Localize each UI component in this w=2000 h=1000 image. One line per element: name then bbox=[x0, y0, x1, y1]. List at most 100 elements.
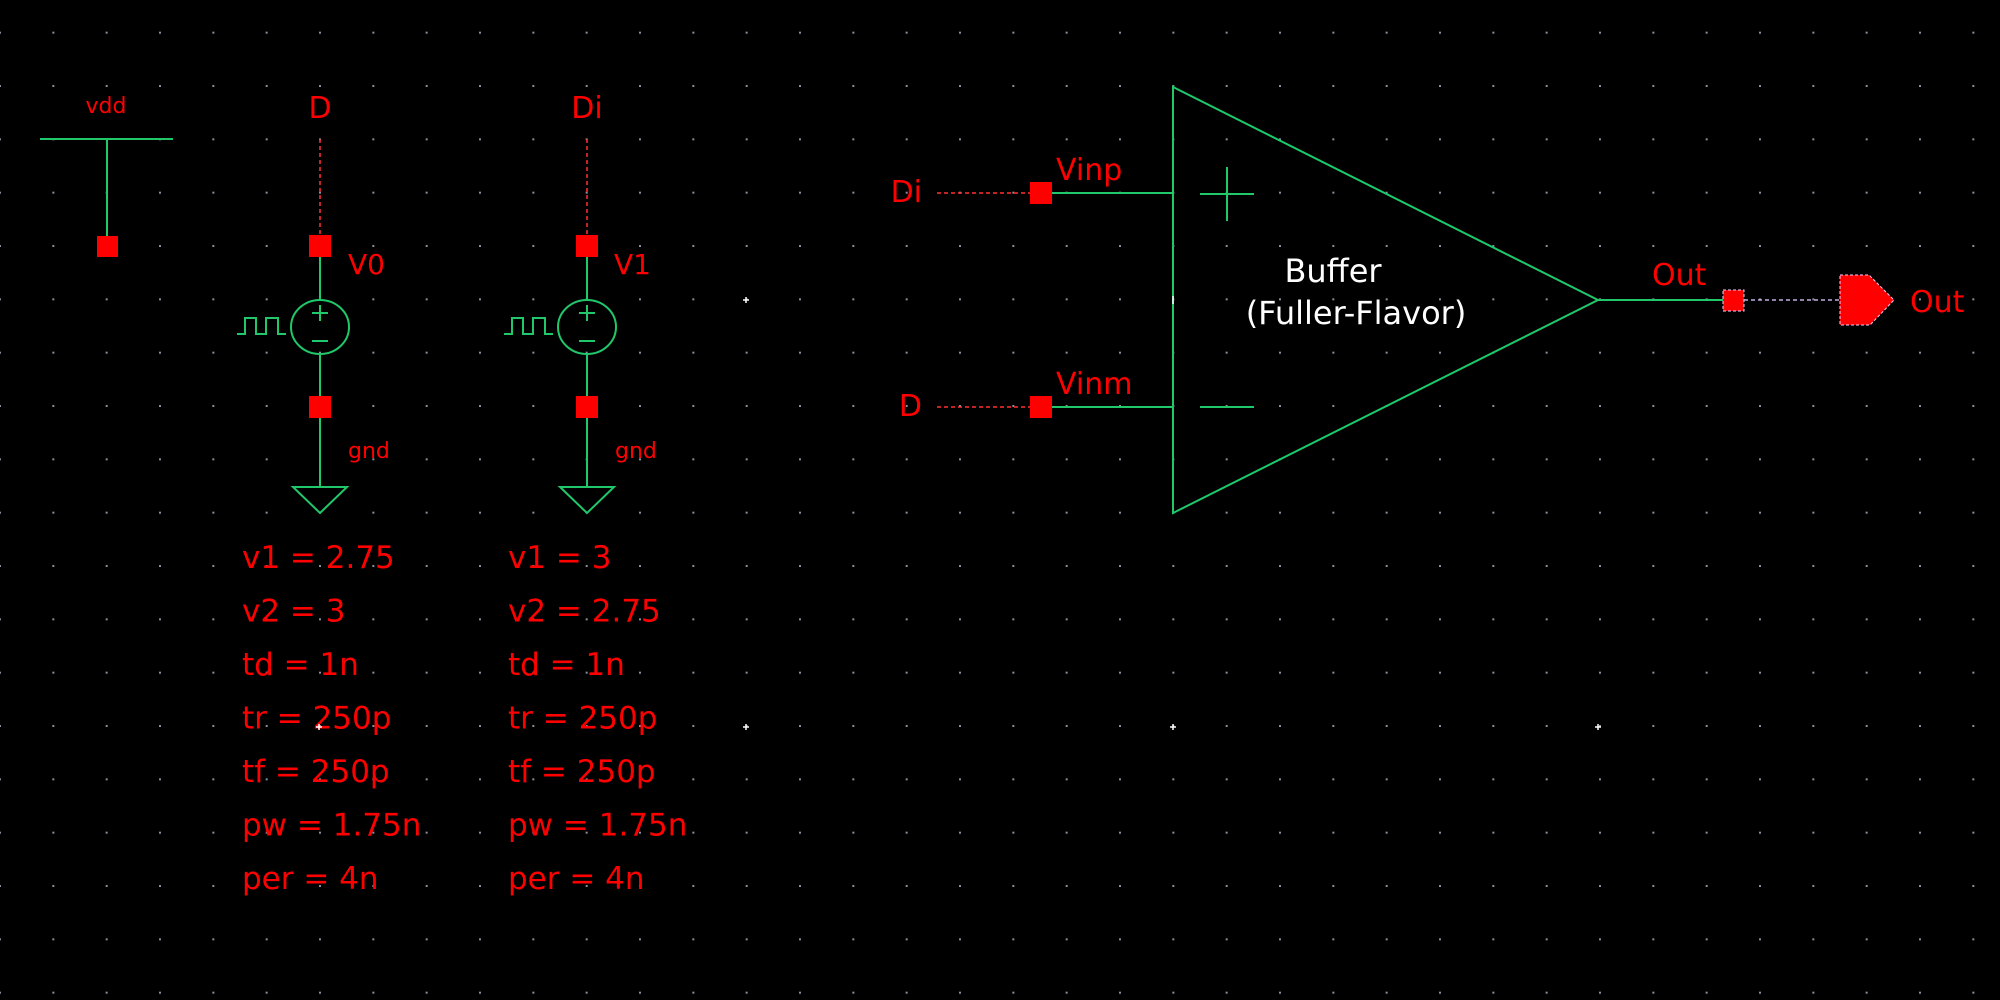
grid-dot bbox=[425, 565, 428, 568]
v0-plus-pin[interactable] bbox=[309, 235, 331, 257]
net-label-d[interactable]: D bbox=[899, 389, 922, 424]
grid-dot bbox=[1225, 511, 1228, 514]
grid-dot bbox=[52, 991, 55, 994]
parameter-line: per = 4n bbox=[508, 861, 645, 897]
grid-dot bbox=[159, 618, 161, 621]
grid-dot bbox=[1545, 618, 1548, 621]
parameter-line: pw = 1.75n bbox=[508, 808, 687, 844]
grid-dot bbox=[479, 831, 481, 834]
grid-dot bbox=[532, 351, 535, 354]
v1-minus-pin[interactable] bbox=[576, 396, 598, 418]
grid-dot bbox=[1332, 778, 1335, 781]
buffer-subtitle: (Fuller-Flavor) bbox=[1246, 294, 1467, 332]
grid-dot bbox=[1972, 85, 1975, 88]
grid-dot bbox=[1492, 671, 1495, 674]
grid-dot bbox=[852, 618, 855, 621]
grid-dot bbox=[745, 458, 748, 461]
vinm-pin[interactable] bbox=[1030, 396, 1052, 418]
grid-dot bbox=[159, 191, 161, 194]
ground-icon bbox=[557, 486, 617, 515]
grid-dot bbox=[319, 31, 321, 34]
grid-dot bbox=[1439, 351, 1441, 354]
grid-dot bbox=[852, 671, 855, 674]
grid-dot bbox=[372, 458, 375, 461]
grid-dot bbox=[1545, 405, 1548, 408]
out-pin[interactable] bbox=[1722, 289, 1745, 312]
v1-plus-pin[interactable] bbox=[576, 235, 598, 257]
grid-dot bbox=[425, 351, 428, 354]
source-v0[interactable]: D V0 gnd bbox=[237, 91, 390, 515]
grid-dot bbox=[1599, 885, 1601, 888]
grid-dot bbox=[1385, 938, 1388, 941]
grid-dot bbox=[585, 725, 588, 728]
grid-dot bbox=[425, 298, 428, 301]
grid-dot bbox=[1919, 831, 1921, 834]
grid-dot bbox=[52, 245, 55, 248]
grid-dot bbox=[905, 298, 908, 301]
vdd-pin[interactable] bbox=[97, 236, 118, 257]
grid-dot bbox=[1332, 191, 1335, 194]
grid-dot bbox=[425, 831, 428, 834]
net-label-d[interactable]: D bbox=[308, 91, 331, 126]
grid-dot bbox=[1012, 725, 1015, 728]
grid-dot bbox=[1012, 671, 1015, 674]
grid-dot bbox=[1919, 458, 1921, 461]
grid-dot bbox=[639, 565, 641, 568]
net-label-di[interactable]: Di bbox=[891, 175, 922, 210]
grid-dot bbox=[905, 138, 908, 141]
grid-dot bbox=[905, 831, 908, 834]
grid-dot bbox=[1652, 138, 1655, 141]
grid-dot bbox=[425, 85, 428, 88]
grid-dot bbox=[372, 138, 375, 141]
grid-dot bbox=[1172, 778, 1175, 781]
grid-dot bbox=[585, 885, 588, 888]
grid-dot bbox=[1119, 938, 1121, 941]
grid-dot bbox=[1492, 191, 1495, 194]
grid-dot bbox=[1439, 778, 1441, 781]
grid-dot bbox=[852, 991, 855, 994]
grid-dot bbox=[1972, 405, 1975, 408]
source-v1[interactable]: Di V1 gnd bbox=[504, 91, 657, 515]
grid-dot bbox=[1705, 778, 1708, 781]
grid-dot bbox=[1865, 85, 1868, 88]
grid-dot bbox=[959, 618, 961, 621]
grid-dot bbox=[585, 938, 588, 941]
output-pin-icon[interactable] bbox=[1839, 274, 1895, 326]
grid-dot bbox=[0, 991, 1, 994]
vdd-symbol[interactable]: vdd bbox=[40, 94, 173, 257]
grid-dot bbox=[1599, 31, 1601, 34]
grid-dot bbox=[1332, 458, 1335, 461]
grid-dot bbox=[1705, 618, 1708, 621]
buffer-symbol[interactable]: Di Vinp D Vinm Buffer (Fuller-Flavor) Ou… bbox=[891, 85, 1745, 515]
grid-dot bbox=[799, 991, 801, 994]
grid-dot bbox=[1119, 31, 1121, 34]
grid-dot bbox=[1545, 31, 1548, 34]
grid-dot bbox=[1439, 565, 1441, 568]
grid-dot bbox=[372, 885, 375, 888]
grid-dot bbox=[1065, 511, 1068, 514]
grid-dot bbox=[1119, 138, 1121, 141]
grid-dot bbox=[1439, 725, 1441, 728]
output-port[interactable]: Out bbox=[1744, 274, 1965, 326]
grid-dot bbox=[479, 405, 481, 408]
grid-dot bbox=[1759, 31, 1761, 34]
grid-dot bbox=[1865, 405, 1868, 408]
grid-dot bbox=[1012, 298, 1015, 301]
grid-dot bbox=[265, 138, 268, 141]
vinp-pin[interactable] bbox=[1030, 182, 1052, 204]
grid-dot bbox=[639, 191, 641, 194]
grid-dot bbox=[1599, 245, 1601, 248]
grid-dot bbox=[1225, 31, 1228, 34]
grid-dot bbox=[799, 885, 801, 888]
grid-dot bbox=[532, 991, 535, 994]
grid-dot bbox=[52, 458, 55, 461]
grid-dot bbox=[799, 938, 801, 941]
v0-minus-pin[interactable] bbox=[309, 396, 331, 418]
grid-dot bbox=[1439, 511, 1441, 514]
net-label-di[interactable]: Di bbox=[571, 91, 602, 126]
grid-dots bbox=[0, 31, 1975, 994]
grid-dot bbox=[1705, 458, 1708, 461]
grid-dot bbox=[799, 831, 801, 834]
